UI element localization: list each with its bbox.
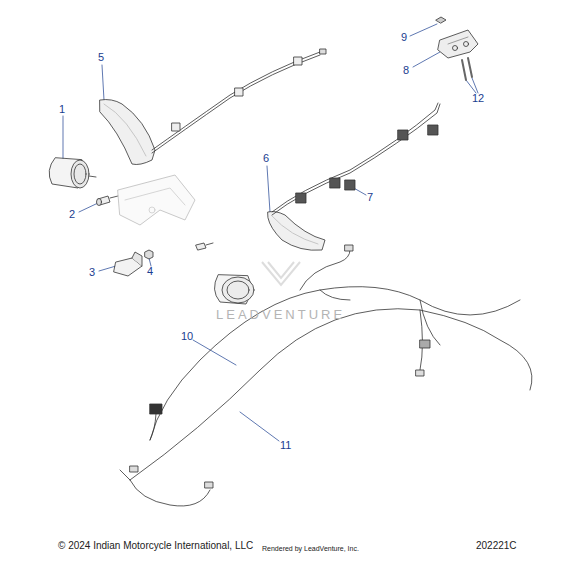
callout-number: 8 bbox=[403, 65, 409, 76]
drawing-number: 202221C bbox=[476, 541, 517, 551]
copyright-note: © 2024 Indian Motorcycle International, … bbox=[58, 541, 253, 551]
render-credit: Rendered by LeadVenture, Inc. bbox=[262, 545, 359, 552]
callout-number: 12 bbox=[472, 93, 484, 104]
callout-number: 5 bbox=[98, 52, 104, 63]
callout-number: 6 bbox=[263, 153, 269, 164]
watermark: LEADVENTURE bbox=[216, 308, 345, 321]
callout-number: 3 bbox=[89, 267, 95, 278]
callout-number: 1 bbox=[59, 104, 65, 115]
callout-number: 10 bbox=[181, 331, 193, 342]
callout-number: 2 bbox=[69, 209, 75, 220]
callout-number: 7 bbox=[367, 192, 373, 203]
callout-number: 11 bbox=[280, 440, 291, 451]
callout-number: 9 bbox=[401, 32, 407, 43]
callout-number: 4 bbox=[147, 266, 153, 277]
